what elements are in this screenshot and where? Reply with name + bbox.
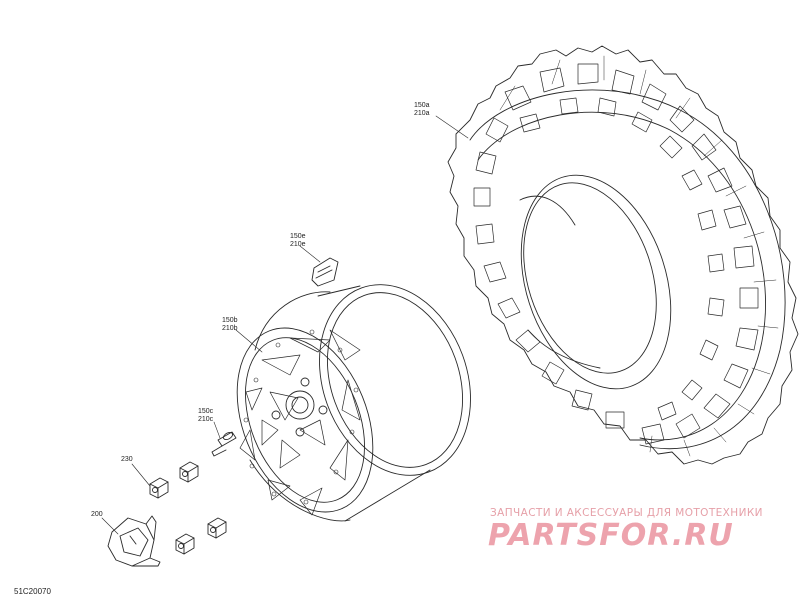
callout-tire: 150a 210a — [414, 102, 430, 118]
tire-bead-opening — [523, 182, 657, 374]
callout-cap-line1: 200 — [91, 511, 103, 518]
watermark-tagline: ЗАПЧАСТИ И АКСЕССУАРЫ ДЛЯ МОТОТЕХНИКИ — [490, 507, 763, 519]
balance-weight — [311, 257, 339, 287]
callout-nut: 230 — [121, 456, 133, 464]
callout-valve-line1: 150c — [198, 408, 214, 415]
callout-rim-line1: 150b — [222, 317, 238, 324]
callout-valve-line2: 210c — [198, 416, 214, 423]
callout-weight: 150e 210e — [290, 233, 306, 249]
lug-nut-3 — [175, 533, 195, 555]
rim-front-face — [236, 327, 374, 513]
rim-hub — [285, 390, 315, 420]
callout-rim: 150b 210b — [222, 317, 238, 333]
callout-nut-line1: 230 — [121, 456, 133, 463]
lug-nut-4 — [207, 517, 227, 539]
rim — [236, 284, 471, 522]
callout-tire-line2: 210a — [414, 110, 430, 117]
valve-stem — [211, 431, 237, 457]
tire — [447, 45, 799, 465]
leader-lines — [101, 115, 469, 535]
callout-weight-line1: 150e — [290, 233, 306, 240]
center-cap — [107, 515, 161, 567]
rim-back-flange — [319, 284, 471, 476]
callout-tire-line1: 150a — [414, 102, 430, 109]
lug-nut-2 — [179, 461, 199, 483]
callout-cap: 200 — [91, 511, 103, 519]
lug-nut-1 — [149, 477, 169, 499]
figure-code: 51C20070 — [14, 587, 51, 596]
lug-nuts — [149, 461, 227, 555]
tire-outer-edge — [447, 45, 799, 465]
callout-valve: 150c 210c — [198, 408, 213, 424]
callout-weight-line2: 210e — [290, 241, 306, 248]
callout-rim-line2: 210b — [222, 325, 238, 332]
watermark-logo: PARTSFOR.RU — [488, 518, 734, 553]
